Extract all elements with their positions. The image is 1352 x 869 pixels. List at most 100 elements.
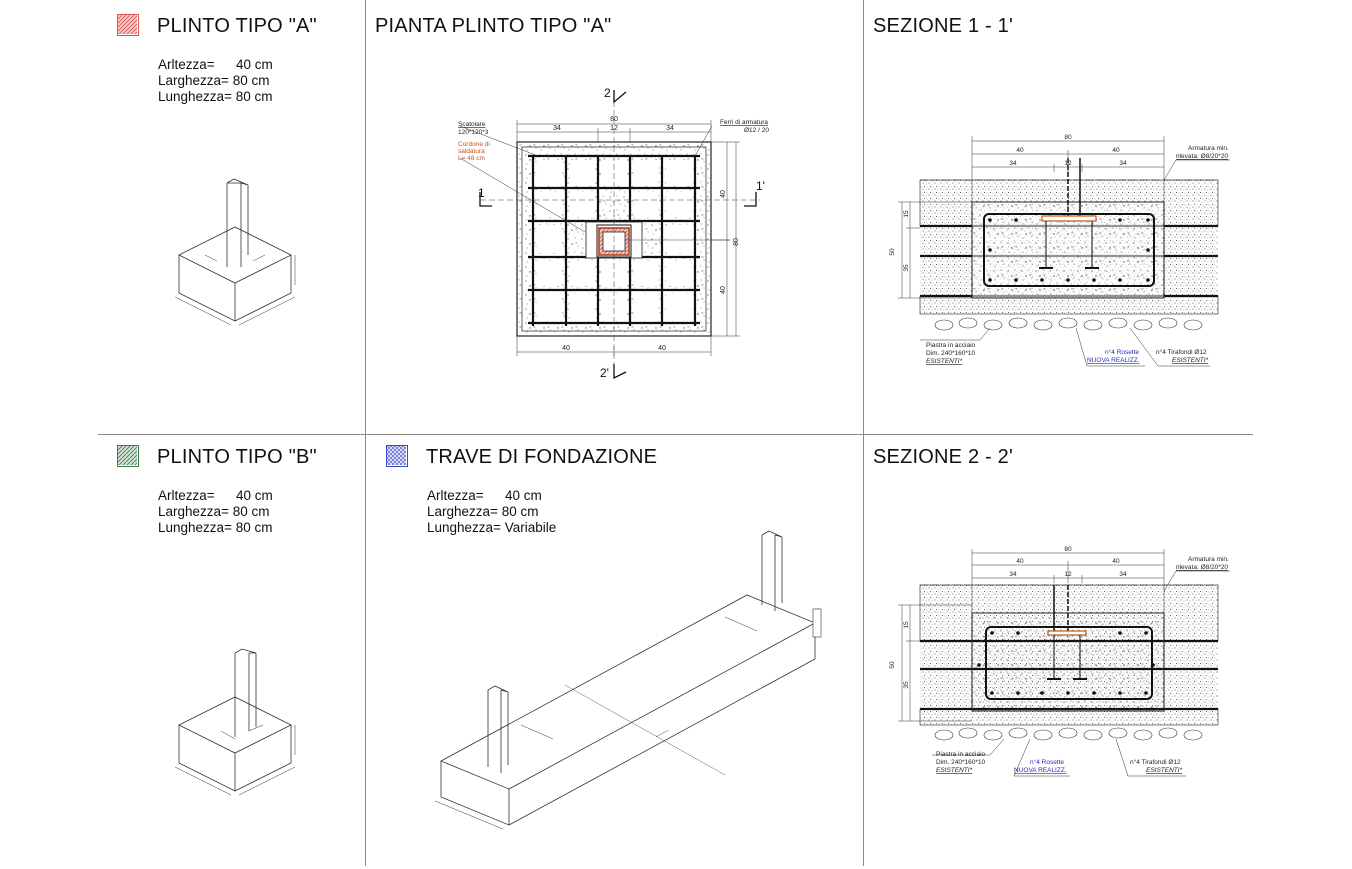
dim-seg-left: 34	[553, 125, 561, 132]
pianta-plan-drawing: 80 34 12 34 40 40 40 40 80 Scatolare 120…	[458, 86, 769, 380]
spec-row: Arltezza= 40 cm	[158, 57, 273, 73]
sec2-dim-h-total: 50	[889, 661, 896, 669]
sec1-piastra-2: Dim. 240*160*10	[926, 350, 976, 357]
sec2-dim-seg-mid: 12	[1064, 571, 1072, 578]
sec2-dim-total: 80	[1064, 546, 1072, 553]
vertical-divider-left	[365, 0, 366, 866]
sec2-piastra-3: ESISTENTI*	[936, 767, 973, 774]
dim-side-total: 80	[733, 238, 740, 246]
dim-bottom-left: 40	[562, 345, 570, 352]
sec1-dim-h-bot: 35	[903, 264, 910, 272]
dim-seg-mid: 12	[610, 125, 618, 132]
plinto-a-isometric	[174, 178, 296, 326]
trave-specs: Arltezza= 40 cm Larghezza= 80 cm Lunghezz…	[427, 488, 556, 536]
sec2-dim-half-right: 40	[1112, 558, 1120, 565]
spec-row: Lunghezza= 80 cm	[158, 520, 273, 536]
spec-value: 80 cm	[235, 89, 273, 104]
sec2-dim-seg-left: 34	[1009, 571, 1017, 578]
spec-label: Lunghezza=	[158, 520, 232, 535]
sec2-armatura-1: Armatura min.	[1188, 556, 1229, 563]
spec-row: Larghezza= 80 cm	[158, 504, 273, 520]
sec1-dim-seg-mid: 12	[1064, 160, 1072, 167]
spec-label: Larghezza=	[158, 73, 229, 88]
spec-label: Arltezza=	[427, 488, 484, 503]
sezione-1-drawing: 80 40 40 34 12 34 50 15 35 Armatura min.…	[889, 134, 1230, 367]
dim-side-top: 40	[720, 190, 727, 198]
plinto-b-isometric	[174, 648, 296, 796]
sec1-dim-seg-left: 34	[1009, 160, 1017, 167]
sec2-tirafondi-1: n°4 Tirafondi Ø12	[1130, 758, 1181, 766]
sec2-dim-half-left: 40	[1016, 558, 1024, 565]
plinto-b-title: PLINTO TIPO "B"	[157, 446, 317, 468]
section-mark-1: 1	[478, 186, 485, 200]
sec1-dim-h-total: 50	[889, 248, 896, 256]
spec-row: Lunghezza= 80 cm	[158, 89, 273, 105]
section-mark-2: 2	[604, 86, 611, 100]
sec1-rosette-2: NUOVA REALIZZ.	[1087, 357, 1140, 364]
label-scatolare-dim: 120*120*3	[458, 129, 489, 136]
trave-isometric: ────	[434, 530, 822, 830]
sec1-piastra-1: Piastra in acciaio	[926, 342, 976, 349]
sec2-piastra-2: Dim. 240*160*10	[936, 759, 986, 766]
spec-value: 80 cm	[235, 520, 273, 535]
sec2-armatura-2: rilevata: Ø8/20*20	[1176, 564, 1228, 571]
sec1-rosette-1: n°4 Rosette	[1105, 348, 1139, 356]
spec-value: 40 cm	[236, 57, 273, 72]
section-mark-1p: 1'	[756, 179, 765, 193]
label-cordone-2: saldatura	[458, 148, 485, 155]
label-ferri-1: Ferri di armatura	[720, 119, 768, 126]
sezione-1-title: SEZIONE 1 - 1'	[873, 15, 1013, 37]
sec1-dim-seg-right: 34	[1119, 160, 1127, 167]
sec1-tirafondi-2: ESISTENTI*	[1172, 357, 1209, 364]
sec2-tirafondi-2: ESISTENTI*	[1146, 767, 1183, 774]
label-ferri-2: Ø12 / 20	[744, 127, 769, 134]
sec1-tirafondi-1: n°4 Tirafondi Ø12	[1156, 348, 1207, 356]
spec-row: Larghezza= 80 cm	[158, 73, 273, 89]
sec2-piastra-1: Piastra in acciaio	[936, 751, 986, 758]
sec2-dim-seg-right: 34	[1119, 571, 1127, 578]
sec2-rosette-2: NUOVA REALIZZ.	[1014, 767, 1067, 774]
plinto-a-title: PLINTO TIPO "A"	[157, 15, 317, 37]
label-cordone-3: L= 48 cm	[458, 155, 485, 162]
plinto-b-swatch	[117, 445, 139, 467]
spec-value: 40 cm	[505, 488, 542, 503]
sec2-dim-h-bot: 35	[903, 681, 910, 689]
spec-value: 80 cm	[501, 504, 539, 519]
spec-value: 80 cm	[232, 504, 270, 519]
spec-label: Larghezza=	[427, 504, 498, 519]
sec1-dim-half-right: 40	[1112, 147, 1120, 154]
sec2-rosette-1: n°4 Rosette	[1030, 758, 1064, 766]
label-cordone-1: Cordone di	[458, 141, 490, 148]
label-scatolare: Scatolare	[458, 121, 486, 128]
sec1-dim-h-top: 15	[903, 210, 910, 218]
dim-side-bottom: 40	[720, 286, 727, 294]
dim-seg-right: 34	[666, 125, 674, 132]
spec-label: Larghezza=	[158, 504, 229, 519]
spec-label: Arltezza=	[158, 57, 215, 72]
sezione-2-drawing: 80 40 40 34 12 34 50 15 35 Armatura min.…	[889, 546, 1230, 777]
spec-value: 40 cm	[236, 488, 273, 503]
sec1-armatura-1: Armatura min.	[1188, 145, 1229, 152]
horizontal-divider	[98, 434, 1253, 435]
sezione-2-title: SEZIONE 2 - 2'	[873, 446, 1013, 468]
spec-row: Larghezza= 80 cm	[427, 504, 556, 520]
sec1-dim-half-left: 40	[1016, 147, 1024, 154]
spec-row: Arltezza= 40 cm	[427, 488, 556, 504]
trave-swatch	[386, 445, 408, 467]
pianta-title: PIANTA PLINTO TIPO "A"	[375, 15, 612, 37]
plinto-b-specs: Arltezza= 40 cm Larghezza= 80 cm Lunghezz…	[158, 488, 273, 536]
spec-row: Lunghezza= Variabile	[427, 520, 556, 536]
spec-value: Variabile	[504, 520, 557, 535]
spec-label: Lunghezza=	[427, 520, 501, 535]
plinto-a-specs: Arltezza= 40 cm Larghezza= 80 cm Lunghezz…	[158, 57, 273, 105]
spec-label: Lunghezza=	[158, 89, 232, 104]
spec-value: 80 cm	[232, 73, 270, 88]
sec1-armatura-2: rilevata: Ø8/20*20	[1176, 153, 1228, 160]
dim-bottom-right: 40	[658, 345, 666, 352]
spec-label: Arltezza=	[158, 488, 215, 503]
trave-title: TRAVE DI FONDAZIONE	[426, 446, 658, 468]
spec-row: Arltezza= 40 cm	[158, 488, 273, 504]
sec1-dim-total: 80	[1064, 134, 1072, 141]
dim-top-width: 80	[610, 116, 618, 123]
vertical-divider-right	[863, 0, 864, 866]
